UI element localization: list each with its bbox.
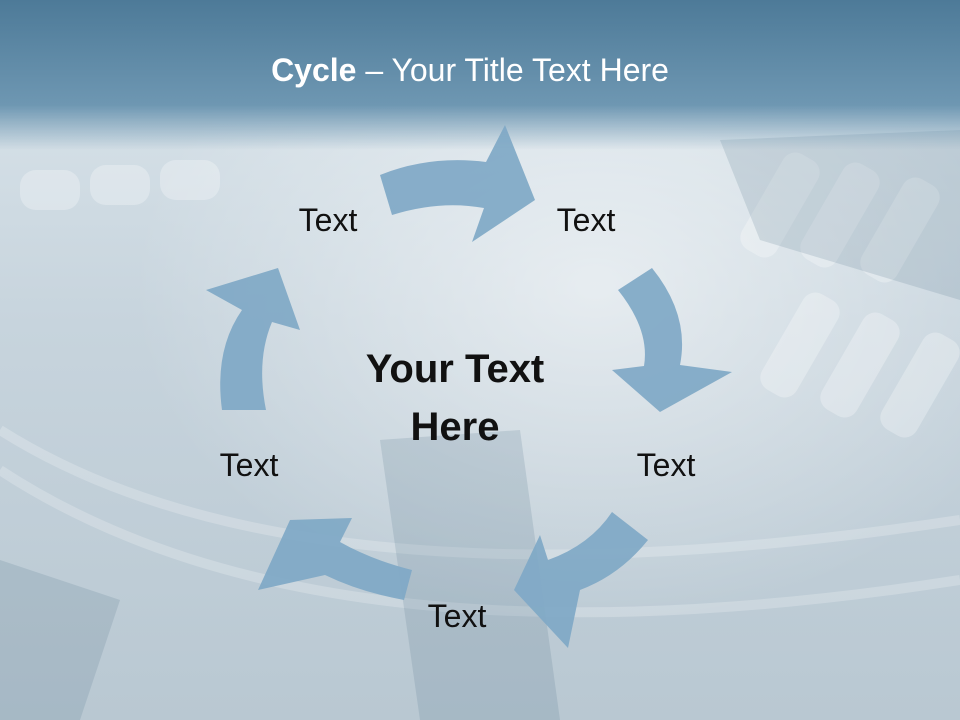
cycle-arrow-3: [514, 512, 648, 648]
center-text: Your Text Here: [330, 340, 580, 456]
cycle-arrow-2: [612, 268, 732, 412]
center-text-line-1: Your Text: [365, 347, 545, 391]
cycle-label-2: Text: [556, 202, 616, 238]
cycle-label-4: Text: [427, 598, 487, 634]
cycle-arrow-5: [206, 268, 300, 410]
center-text-line-2: Here: [410, 405, 500, 449]
title-bold: Cycle: [271, 52, 357, 88]
cycle-arrow-4: [258, 518, 412, 600]
cycle-arrow-1: [380, 125, 535, 242]
cycle-label-5: Text: [219, 447, 279, 483]
cycle-label-3: Text: [636, 447, 696, 483]
slide-title: Cycle – Your Title Text Here: [0, 52, 940, 89]
title-bar: [0, 0, 960, 150]
title-rest: Your Title Text Here: [391, 52, 669, 88]
title-separator: –: [356, 52, 392, 88]
cycle-label-1: Text: [298, 202, 358, 238]
